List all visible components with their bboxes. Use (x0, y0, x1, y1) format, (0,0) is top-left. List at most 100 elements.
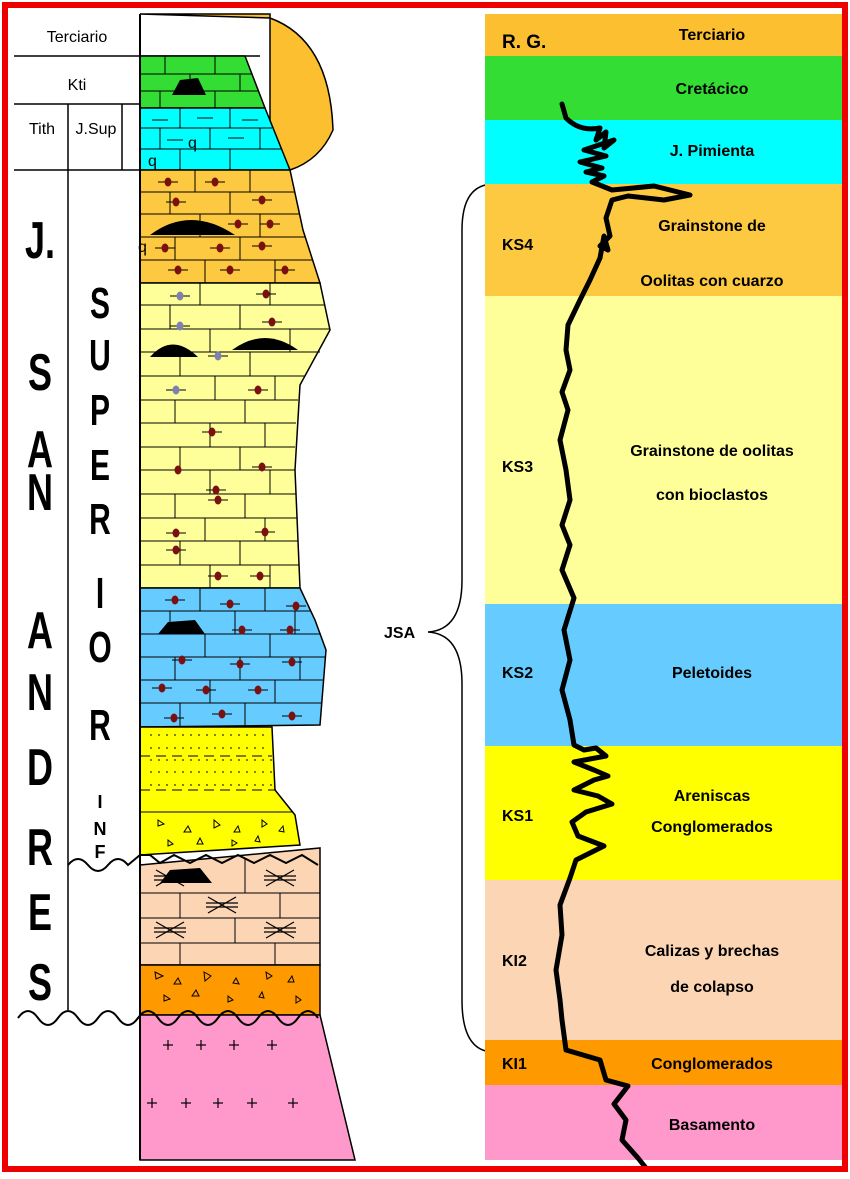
grain-dot (214, 495, 222, 505)
terciario-unit (139, 13, 334, 171)
grain-dot (211, 177, 219, 187)
superior-letter: S (90, 278, 110, 327)
grain-dot (172, 197, 180, 207)
grain-dot (288, 711, 296, 721)
band-code-ki2: KI2 (502, 953, 527, 970)
grain-dot (288, 657, 296, 667)
band-code-ks3: KS3 (502, 459, 533, 476)
band-text: Grainstone de (658, 218, 766, 235)
inferior-letter: I (97, 792, 102, 812)
band-text: Areniscas (674, 788, 751, 805)
formation-letter: N (27, 462, 53, 521)
band-ks3 (485, 296, 845, 604)
band-text: de colapso (670, 979, 754, 996)
band-text: Peletoides (672, 665, 752, 682)
band-code-ks1: KS1 (502, 808, 533, 825)
basement-symbols (147, 1040, 298, 1108)
formation-letter: E (28, 882, 52, 941)
band-code-ks4: KS4 (502, 237, 533, 254)
grain-dot (266, 219, 274, 229)
mound-ki2 (160, 868, 212, 883)
superior-letter: I (96, 568, 104, 617)
grain-dot (226, 599, 234, 609)
sandstone-pattern (150, 734, 275, 786)
formation-letter: R (27, 817, 53, 876)
grain-dot (262, 289, 270, 299)
grain-dot (164, 177, 172, 187)
conglomerate-pattern (154, 818, 302, 1004)
superior-letter: R (89, 494, 111, 543)
grain-dot (281, 265, 289, 275)
grain-dot (261, 527, 269, 537)
formation-letter: S (28, 952, 52, 1011)
grain-dot (236, 659, 244, 669)
mound-ks3-left (150, 344, 198, 357)
grain-dot (212, 485, 220, 495)
band-text: Cretácico (676, 81, 749, 98)
formation-letter: A (27, 600, 53, 659)
grain-dot (170, 713, 178, 723)
band-text: Conglomerados (651, 1056, 773, 1073)
grain-dot (216, 243, 224, 253)
band-ks2 (485, 604, 845, 746)
terciario-label: Terciario (47, 29, 108, 46)
grain-dot (208, 427, 216, 437)
terciario-top (139, 14, 260, 57)
band-cret-cico (485, 56, 845, 120)
grain-dot (176, 291, 184, 301)
grain-dot (258, 195, 266, 205)
grain-dot (226, 265, 234, 275)
grain-dot (218, 709, 226, 719)
rg-header: R. G. (502, 32, 546, 53)
grain-dot (214, 571, 222, 581)
unconformity-lines (17, 853, 319, 1026)
grain-dot (234, 219, 242, 229)
band-basamento (485, 1085, 845, 1160)
superior-letter: U (89, 330, 111, 379)
grain-dot (214, 351, 222, 361)
band-ks1 (485, 746, 845, 880)
band-ki2 (485, 880, 845, 1040)
formation-letter: A (27, 419, 53, 478)
formation-letter: N (27, 662, 53, 721)
grain-dot (158, 683, 166, 693)
inferior-letter: F (95, 842, 106, 862)
mound-ks2 (158, 620, 205, 634)
band-terciario (485, 14, 845, 56)
ki1-unit (139, 964, 321, 1016)
formation-letter: J. (25, 210, 55, 269)
jsa-label: JSA (384, 625, 416, 642)
kti-label: Kti (68, 77, 87, 94)
band-text: Terciario (679, 27, 746, 44)
ks1-unit (139, 726, 301, 856)
band-text: Conglomerados (651, 819, 773, 836)
unconformity-upper (67, 853, 319, 872)
tith-label: Tith (29, 121, 55, 138)
band-ki1 (485, 1040, 845, 1085)
mound-ks3-right (232, 338, 298, 350)
formation-letter: S (28, 342, 52, 401)
grain-dot (172, 545, 180, 555)
grain-dot (268, 317, 276, 327)
lithologic-column (139, 13, 356, 1161)
basement-unit (139, 1014, 356, 1161)
inferior-letters: INF (94, 792, 107, 862)
grain-dot (174, 265, 182, 275)
tith-unit (139, 107, 292, 171)
quartz-symbol-tith: q (148, 153, 157, 170)
grain-dot (238, 625, 246, 635)
band-text: J. Pimienta (670, 143, 755, 160)
formation-letter: D (27, 737, 53, 796)
unconformity-lower (17, 1010, 319, 1026)
grain-dot (172, 385, 180, 395)
quartz-symbol-ks4: q (138, 239, 147, 256)
superior-letter: E (90, 440, 110, 489)
grain-dot (178, 655, 186, 665)
grain-dot (172, 528, 180, 538)
grain-dot (171, 595, 179, 605)
grain-dot (286, 625, 294, 635)
